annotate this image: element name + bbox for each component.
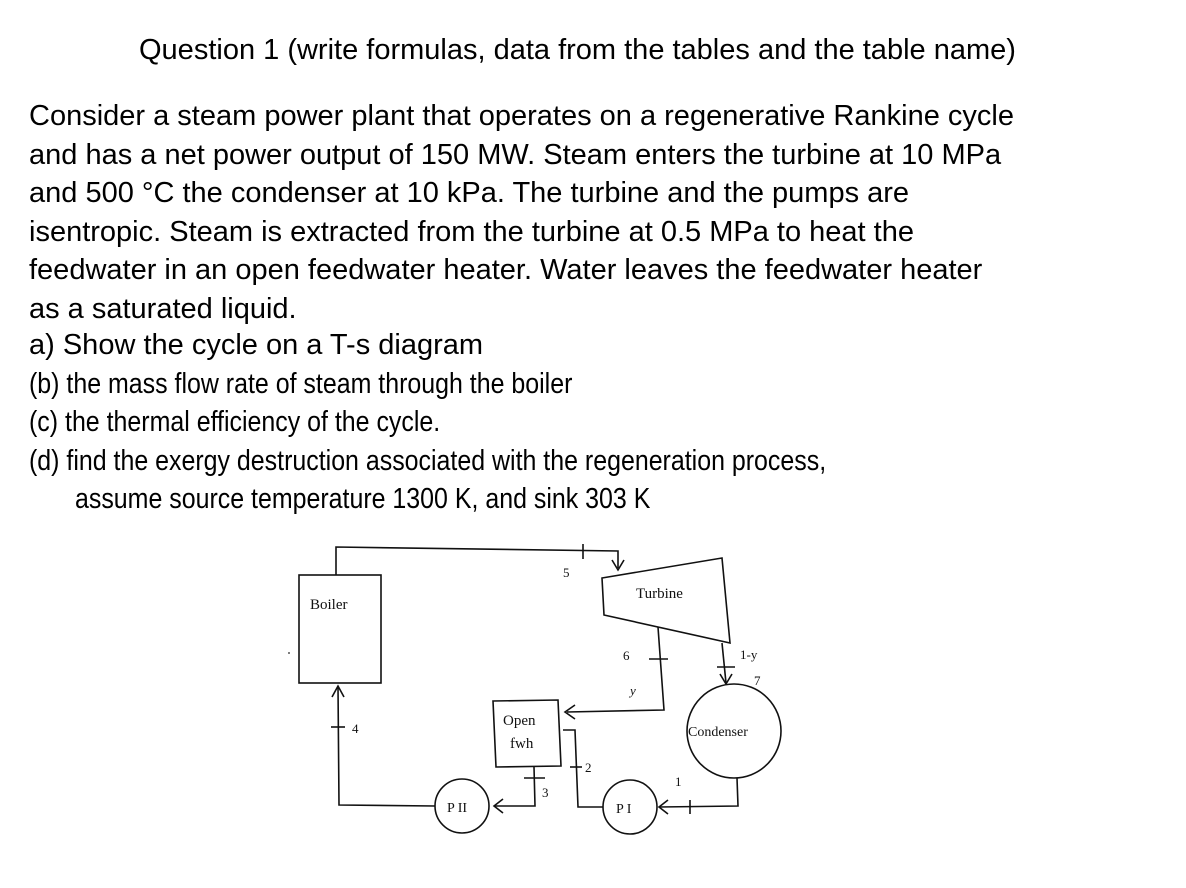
line-boiler-to-turbine: 5 [335, 544, 625, 580]
statement-line: and 500 °C the condenser at 10 kPa. The … [29, 177, 910, 209]
fwh-label-line2: fwh [510, 736, 534, 752]
condenser: Condenser [686, 683, 782, 779]
question-parts: a) Show the cycle on a T-s diagram (b) t… [29, 326, 956, 519]
statement-line: feedwater in an open feedwater heater. W… [29, 254, 983, 286]
line-pump1-to-fwh: 2 [563, 729, 603, 808]
part-d-continued: assume source temperature 1300 K, and si… [75, 483, 651, 515]
problem-statement: Consider a steam power plant that operat… [29, 97, 1179, 328]
statement-line: and has a net power output of 150 MW. St… [29, 138, 1002, 171]
state-6-label: 6 [623, 648, 630, 663]
boiler-label: Boiler [310, 597, 348, 613]
line-extraction-to-fwh: 6 y [563, 626, 668, 720]
part-b: (b) the mass flow rate of steam through … [29, 367, 573, 400]
condenser-label: Condenser [688, 725, 748, 740]
question-title: Question 1 (write formulas, data from th… [139, 34, 1016, 66]
turbine-label: Turbine [636, 586, 683, 602]
part-a: a) Show the cycle on a T-s diagram [29, 329, 484, 361]
fwh-label-line1: Open [503, 713, 536, 729]
state-7-label: 7 [754, 673, 761, 688]
boiler: Boiler [298, 574, 382, 684]
line-fwh-to-pump2: 3 [492, 766, 549, 814]
open-feedwater-heater: Open fwh [492, 699, 562, 768]
line-turbine-to-condenser: 1-y 7 [717, 642, 761, 688]
regenerative-rankine-schematic: Boiler 5 Turbine 6 y 1-y 7 [280, 530, 820, 850]
statement-line: as a saturated liquid. [29, 292, 297, 325]
stray-dot [288, 652, 290, 654]
y-fraction-label: y [628, 683, 636, 698]
pump-2: P II [434, 778, 490, 834]
statement-line: isentropic. Steam is extracted from the … [29, 215, 914, 248]
statement-line: Consider a steam power plant that operat… [29, 100, 1014, 132]
pump-2-label: P II [447, 801, 467, 816]
state-4-label: 4 [352, 721, 359, 736]
state-3-label: 3 [542, 785, 549, 800]
state-2-label: 2 [585, 760, 592, 775]
one-minus-y-label: 1-y [740, 647, 758, 662]
pump-1: P I [602, 779, 658, 835]
state-1-label: 1 [675, 774, 682, 789]
line-pump2-to-boiler: 4 [331, 684, 436, 807]
line-condenser-to-pump1: 1 [657, 774, 739, 815]
part-c: (c) the thermal efficiency of the cycle. [29, 406, 441, 438]
turbine: Turbine [601, 557, 731, 645]
part-d: (d) find the exergy destruction associat… [29, 444, 827, 477]
state-5-label: 5 [563, 565, 570, 580]
pump-1-label: P I [616, 802, 632, 817]
